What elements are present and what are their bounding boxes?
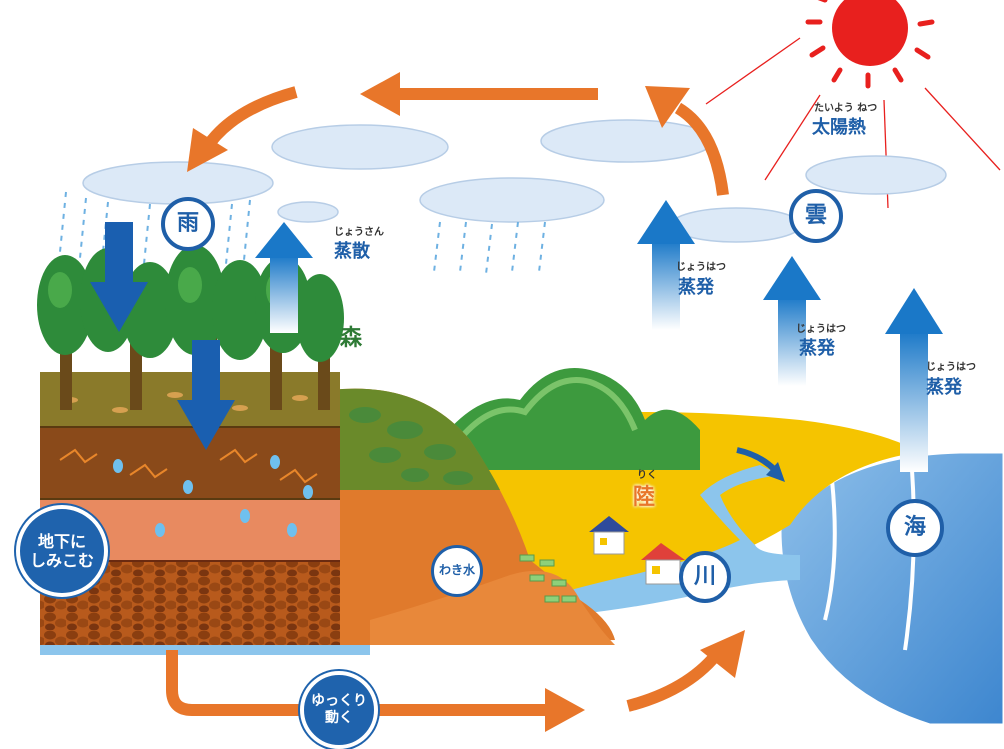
cloud-badge: 雲 [789, 189, 843, 243]
hills [440, 368, 700, 470]
land-ruby: りく [637, 470, 657, 481]
soil-cross-section [330, 388, 615, 645]
forest-label: 森 [340, 326, 363, 351]
evaporation-label-3: 蒸発 [926, 377, 962, 398]
rain-badge: 雨 [161, 197, 215, 251]
evaporation-ruby-1: じょうはつ [676, 262, 726, 273]
slow-movement-badge-line-1: ゆっくり [311, 693, 367, 710]
sun-icon [705, 0, 1001, 209]
transpiration-ruby: じょうさん [334, 227, 384, 238]
sea-badge: 海 [886, 499, 944, 557]
evaporation-ruby-2: じょうはつ [796, 324, 846, 335]
spring-water-badge: わき水 [431, 545, 483, 597]
sun-heat-ruby: たいよう ねつ [814, 103, 878, 114]
evaporation-label-2: 蒸発 [799, 338, 835, 359]
transpiration-label: 蒸散 [334, 241, 370, 262]
slow-movement-badge-line-2: 動く [325, 710, 353, 726]
infiltration-badge-line-2: しみこむ [29, 551, 94, 570]
evaporation-label-1: 蒸発 [678, 277, 714, 298]
sun-heat-label: 太陽熱 [812, 117, 866, 138]
river-flow-arrow [736, 447, 778, 473]
infiltration-arrows [90, 222, 235, 450]
infiltration-badge: 地下に しみこむ [16, 505, 108, 597]
clouds [82, 119, 947, 243]
evaporation-arrows [255, 200, 943, 472]
slow-movement-badge: ゆっくり 動く [300, 671, 378, 749]
land-label: 陸 [633, 485, 656, 510]
evaporation-ruby-3: じょうはつ [926, 362, 976, 373]
rain-streaks [59, 191, 546, 275]
groundwater-flow-arrows [166, 646, 725, 716]
atmosphere-arrowheads [187, 72, 690, 172]
infiltration-badge-line-1: 地下に [37, 531, 86, 551]
river-badge: 川 [679, 551, 731, 603]
